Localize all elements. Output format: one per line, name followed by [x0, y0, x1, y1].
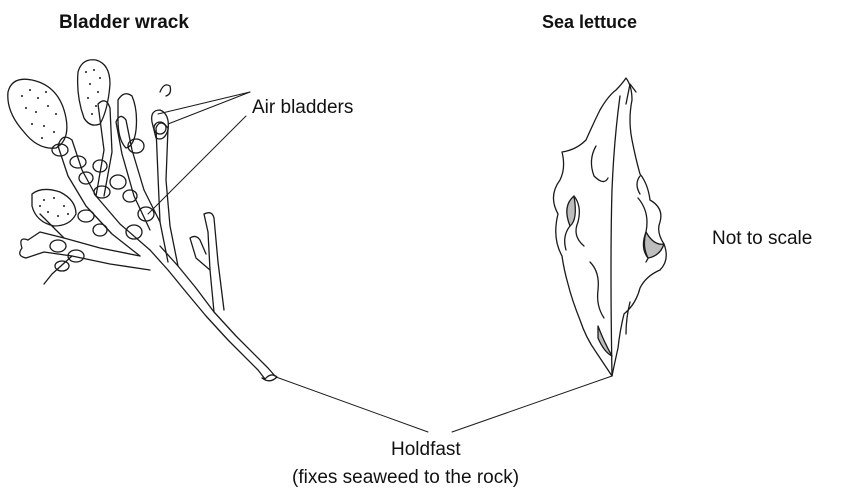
air-bladders-pointer — [148, 92, 250, 214]
not-to-scale-note: Not to scale — [712, 229, 812, 248]
fertile-tip — [32, 189, 76, 226]
holdfast-description: (fixes seaweed to the rock) — [292, 468, 519, 487]
holdfast-pointer — [276, 376, 612, 432]
fertile-tip — [8, 79, 67, 148]
sea-lettuce-title: Sea lettuce — [542, 13, 637, 31]
stipple-dots — [21, 69, 101, 217]
bladder-wrack-title: Bladder wrack — [59, 13, 189, 32]
holdfast-label: Holdfast — [391, 440, 461, 459]
air-bladders-label: Air bladders — [252, 98, 353, 117]
sea-lettuce-illustration — [553, 78, 666, 376]
bladder-wrack-illustration — [8, 60, 277, 381]
